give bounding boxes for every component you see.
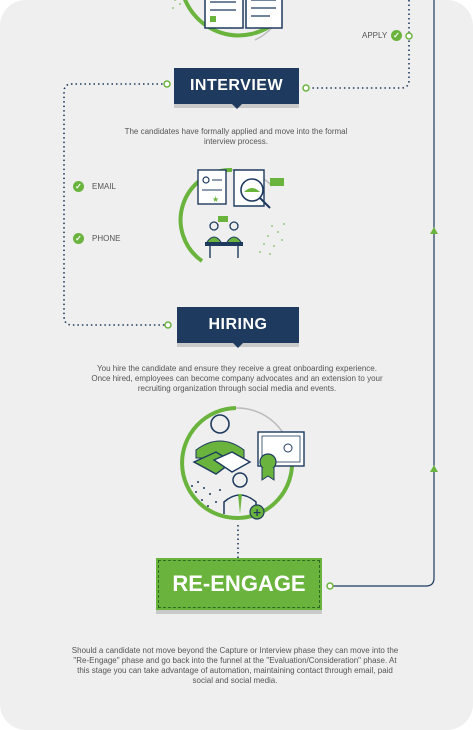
svg-text:+: + [253, 506, 262, 519]
document-icon [172, 0, 283, 41]
checklist-apply-label: APPLY [362, 31, 388, 40]
interview-description: The candidates have formally applied and… [124, 127, 348, 146]
apply-connector [306, 0, 410, 89]
check-icon: ✓ [73, 181, 84, 192]
checklist-phone-label: PHONE [92, 234, 121, 243]
handshake-icon: + [180, 406, 305, 520]
interview-icon: ★ [178, 167, 285, 263]
arrow-up-2 [430, 465, 438, 472]
hiring-description: You hire the candidate and ensure they r… [91, 364, 383, 393]
connector-node-reengage [326, 582, 334, 590]
interview-stage-button[interactable]: INTERVIEW [174, 68, 299, 109]
reengage-stage-label: RE-ENGAGE [172, 571, 306, 596]
check-icon: ✓ [391, 30, 402, 41]
checklist-email-label: EMAIL [92, 182, 117, 191]
interview-stage-label: INTERVIEW [189, 77, 284, 94]
check-icon: ✓ [73, 233, 84, 244]
interview-hiring-connector [63, 83, 168, 326]
svg-text:★: ★ [212, 195, 219, 204]
return-line [330, 0, 435, 587]
reengage-stage-button[interactable]: RE-ENGAGE [156, 558, 322, 610]
hiring-stage-label: HIRING [208, 316, 268, 333]
hiring-stage-button[interactable]: HIRING [177, 307, 299, 348]
reengage-description: Should a candidate not move beyond the C… [71, 646, 399, 685]
arrow-up-1 [430, 227, 438, 234]
